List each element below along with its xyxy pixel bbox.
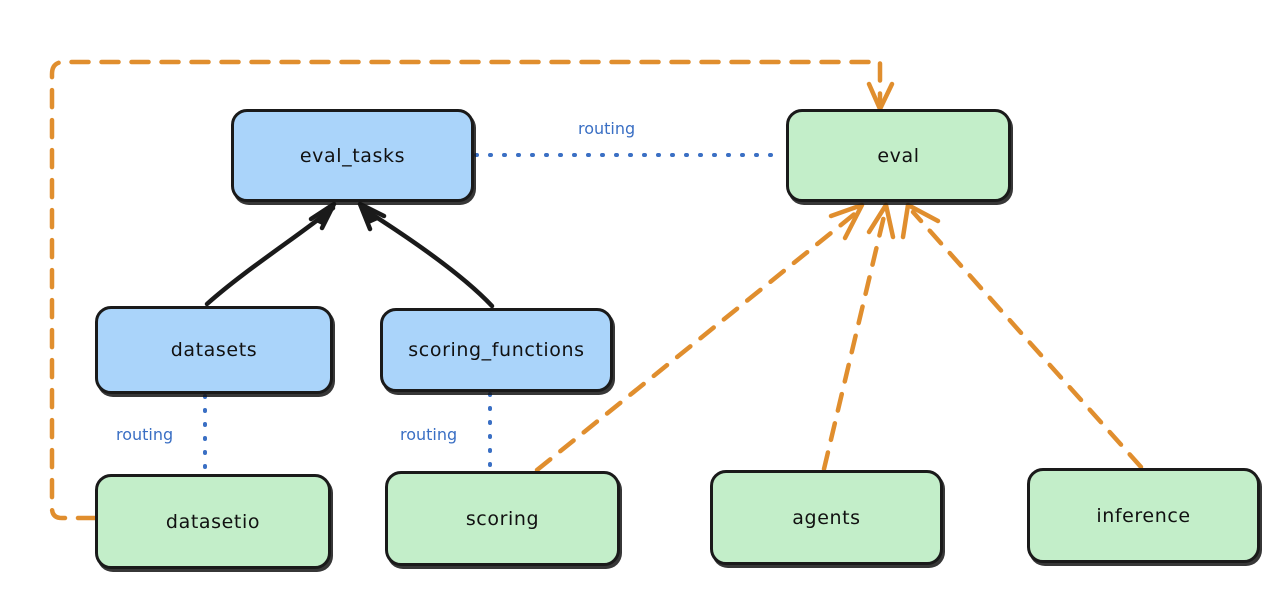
node-scoring-functions-label: scoring_functions [408,339,585,361]
node-datasets-label: datasets [170,339,258,361]
node-eval-label: eval [877,144,920,167]
node-agents-label: agents [792,506,861,529]
node-datasets[interactable]: datasets [95,306,333,394]
node-eval-tasks[interactable]: eval_tasks [231,109,474,202]
node-inference-label: inference [1096,504,1191,527]
node-datasetio-label: datasetio [165,510,261,533]
node-scoring-functions[interactable]: scoring_functions [380,308,613,392]
edge-label-routing-scoring-functions-scoring: routing [400,425,458,444]
node-datasetio[interactable]: datasetio [95,474,331,569]
dependency-edge-inference-to-eval [900,202,1144,470]
node-eval-tasks-label: eval_tasks [299,144,406,167]
node-inference[interactable]: inference [1027,468,1260,563]
composition-edge-datasets-to-eval-tasks [204,201,337,307]
composition-edge-scoring-functions-to-eval-tasks [357,201,495,309]
node-eval[interactable]: eval [786,109,1011,202]
edge-label-routing-datasets-datasetio: routing [116,425,174,444]
node-agents[interactable]: agents [710,470,943,565]
edge-label-routing-eval-tasks-eval: routing [578,119,636,138]
node-scoring-label: scoring [465,507,540,530]
dependency-edge-agents-to-eval [821,202,896,472]
node-scoring[interactable]: scoring [385,471,620,566]
